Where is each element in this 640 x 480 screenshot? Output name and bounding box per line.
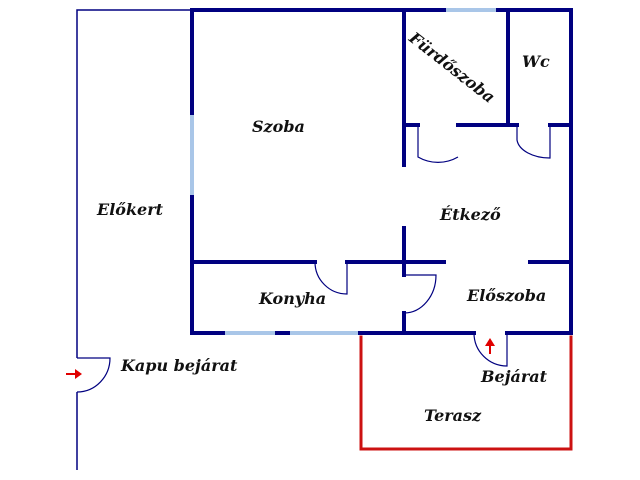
door-entrance xyxy=(473,332,508,367)
door-gate xyxy=(76,357,111,393)
terrace-outline xyxy=(359,335,573,451)
door-kitchen xyxy=(314,261,348,295)
room-label-szoba: Szoba xyxy=(252,117,305,136)
garden-boundary xyxy=(76,9,192,470)
entrance-arrow-icon xyxy=(485,338,495,354)
door-hall xyxy=(403,274,437,314)
room-label-konyha: Konyha xyxy=(258,289,326,308)
gate-arrow-icon xyxy=(66,369,82,379)
door-wc xyxy=(516,125,551,159)
door-bathroom xyxy=(417,125,459,163)
entrance-arrows xyxy=(66,338,495,379)
label-bejarat: Bejárat xyxy=(480,367,548,386)
label-kapu-bejarat: Kapu bejárat xyxy=(120,356,238,375)
room-label-furdoszoba: Fürdőszoba xyxy=(405,28,499,107)
room-label-eloszoba: Előszoba xyxy=(466,286,546,305)
area-label-terasz: Terasz xyxy=(424,406,482,425)
doors xyxy=(76,125,551,393)
house-walls xyxy=(190,8,573,335)
windows xyxy=(190,8,496,335)
area-label-elokert: Előkert xyxy=(96,200,164,219)
room-label-wc: Wc xyxy=(522,52,550,71)
room-label-etkezo: Étkező xyxy=(439,204,501,224)
